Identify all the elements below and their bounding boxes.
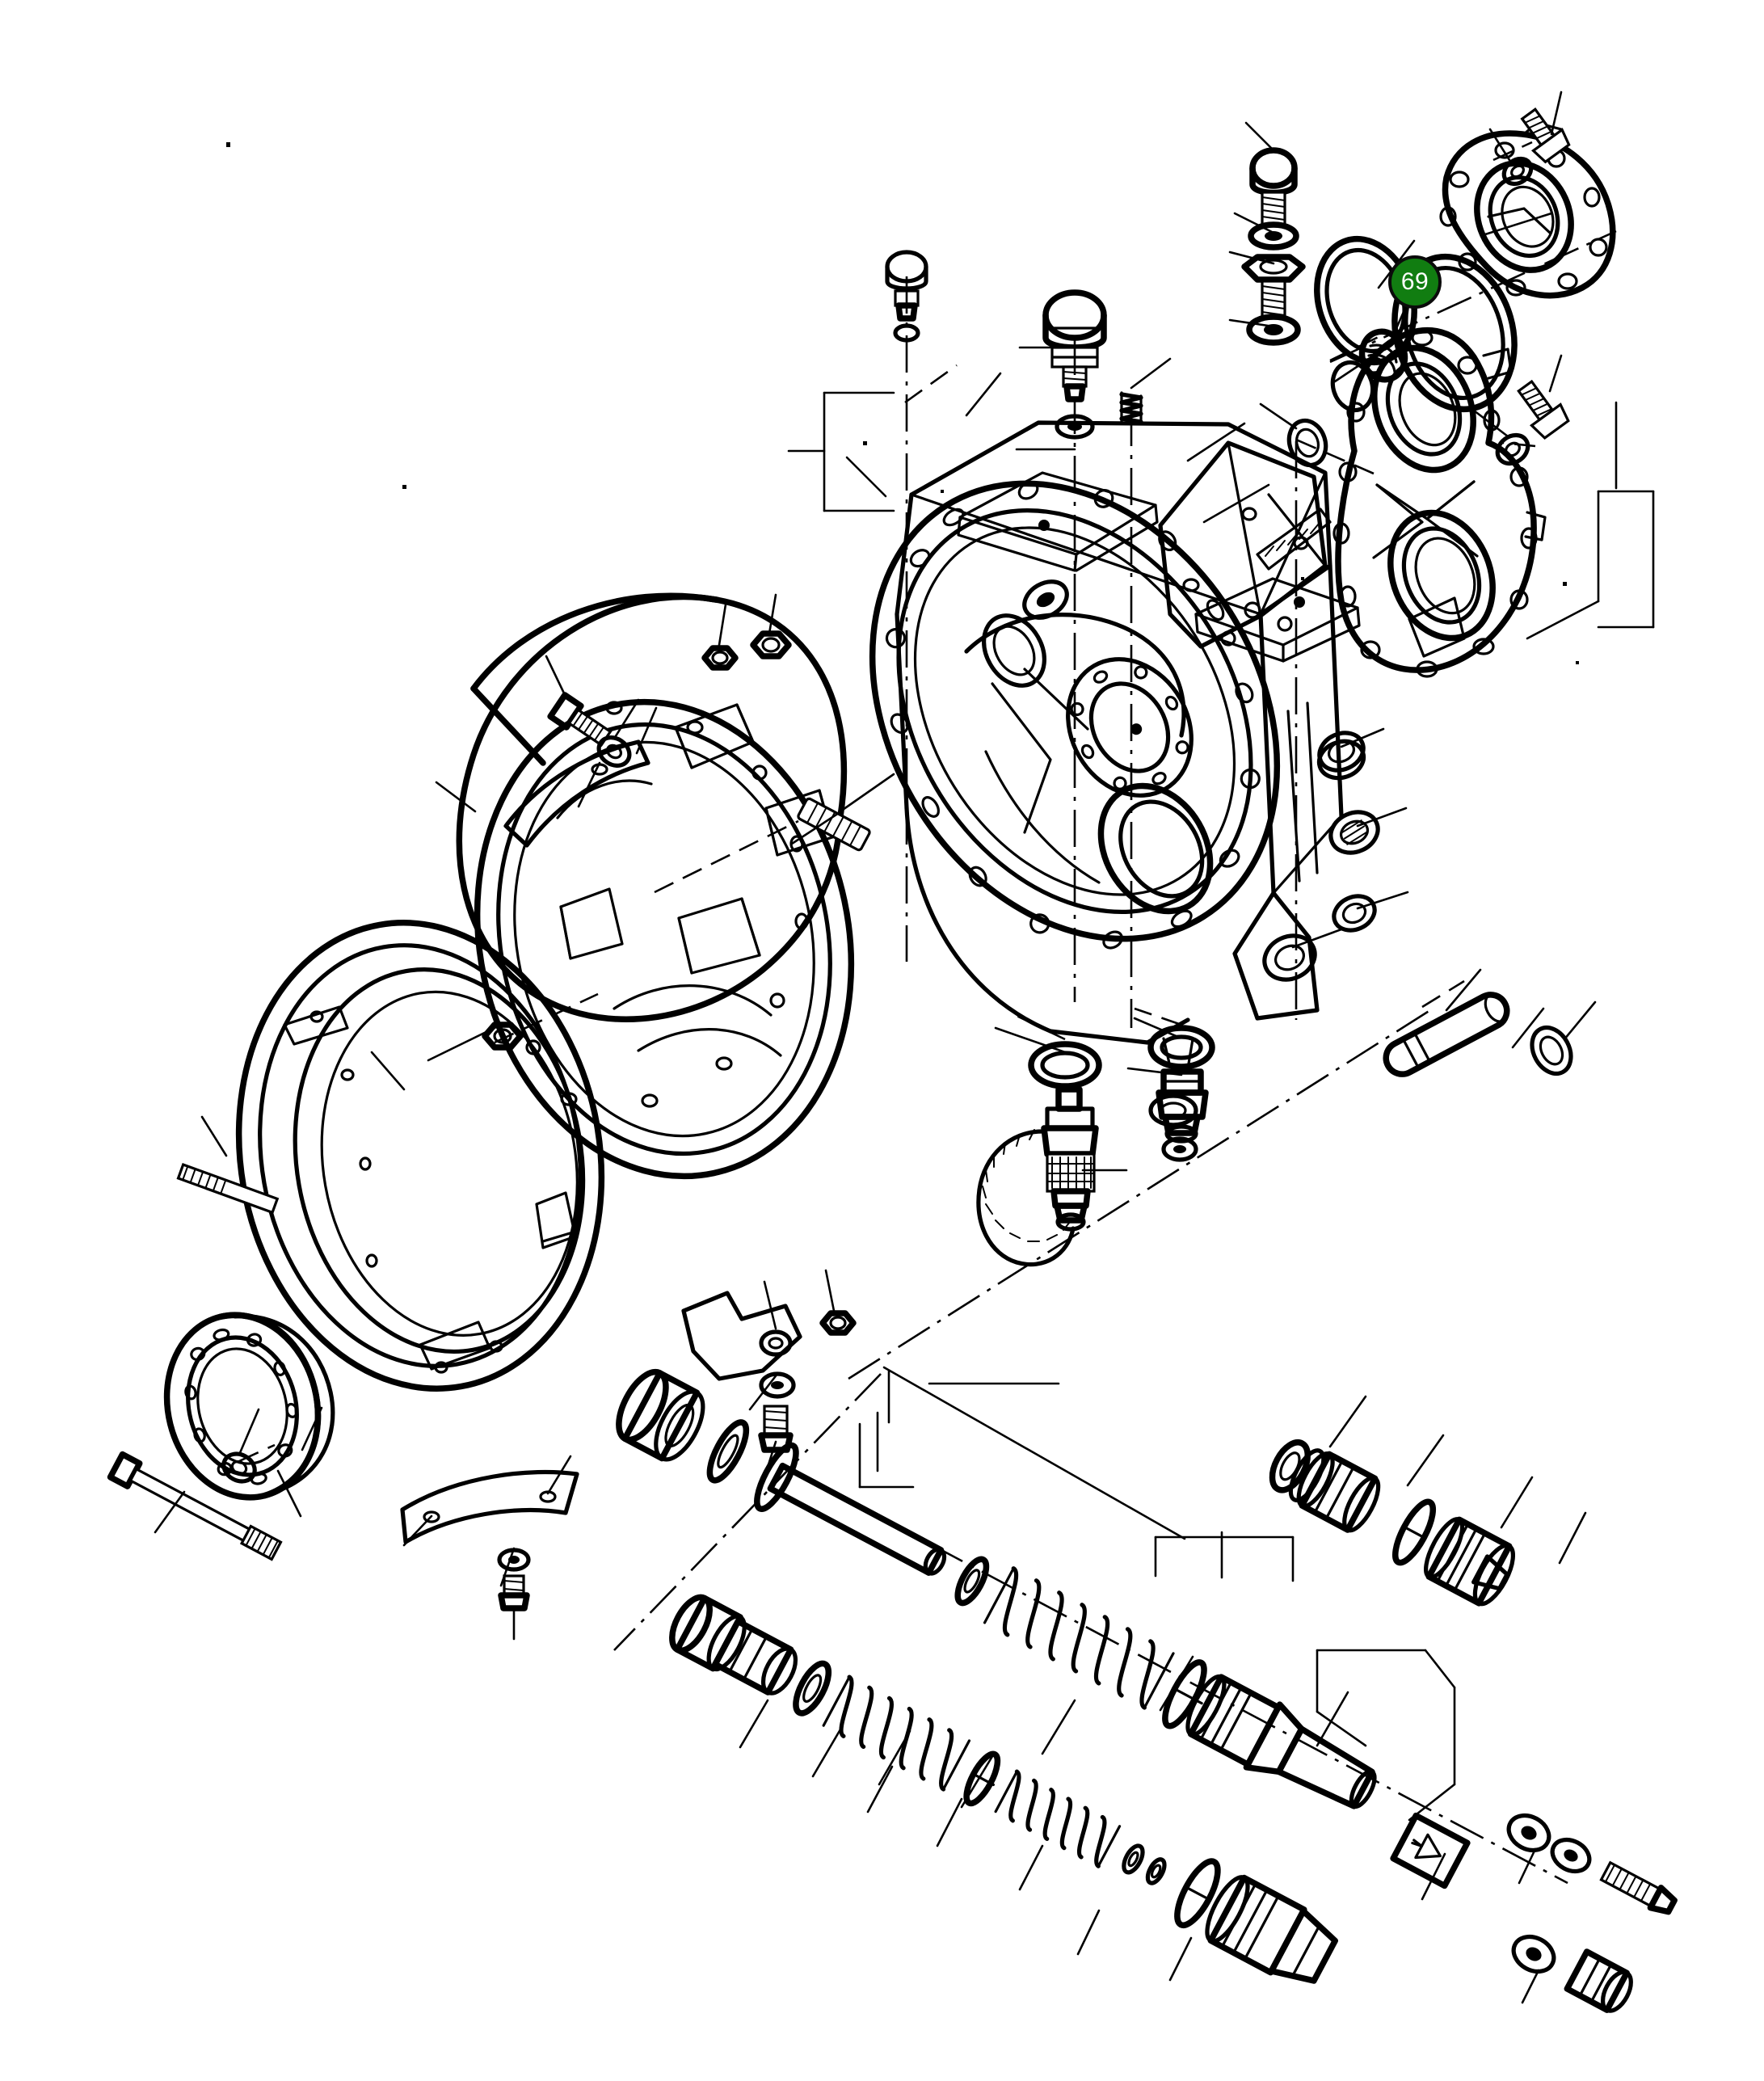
- scan-specks: [226, 142, 1579, 664]
- relief-valve-assembly-upper: [1269, 1395, 1587, 1607]
- modulating-valve-assembly: [616, 1368, 1377, 1809]
- drain-plug-with-chain: [976, 1041, 1102, 1267]
- bolt-and-washer-rear-cover: [1495, 379, 1570, 466]
- level-plug: [1147, 1025, 1215, 1144]
- rear-cover-twin-bore: [1332, 327, 1547, 678]
- fastener-group-bottom-right: [1390, 1812, 1678, 2013]
- bolt-washer-nut-stack: [1241, 147, 1306, 346]
- side-plug: [1148, 1093, 1198, 1127]
- long-stud-left: [176, 1162, 280, 1215]
- seal-ring-set: [1286, 360, 1375, 781]
- leader-lines: [154, 91, 1655, 1885]
- long-bolt-bearing-cage: [107, 1451, 283, 1561]
- callout-badge-label: 69: [1400, 268, 1429, 295]
- relief-valve-assembly-lower: [669, 1594, 1338, 1984]
- washer-plug-group-right: [1161, 1136, 1198, 1162]
- torque-converter-housing: [869, 420, 1380, 1070]
- bolt-and-washer-flange: [1501, 107, 1571, 187]
- dowel-pin: [1383, 992, 1573, 1077]
- fastener-cluster-left: [482, 630, 871, 1051]
- curved-shim-plate: [400, 1469, 579, 1544]
- bearing-cage-cover: [163, 1312, 335, 1501]
- bell-housing-drum: [456, 592, 855, 1180]
- input-flange-cover: [1439, 121, 1616, 299]
- callout-badge-69[interactable]: 69: [1388, 255, 1442, 309]
- spring-pin-top: [1119, 391, 1143, 425]
